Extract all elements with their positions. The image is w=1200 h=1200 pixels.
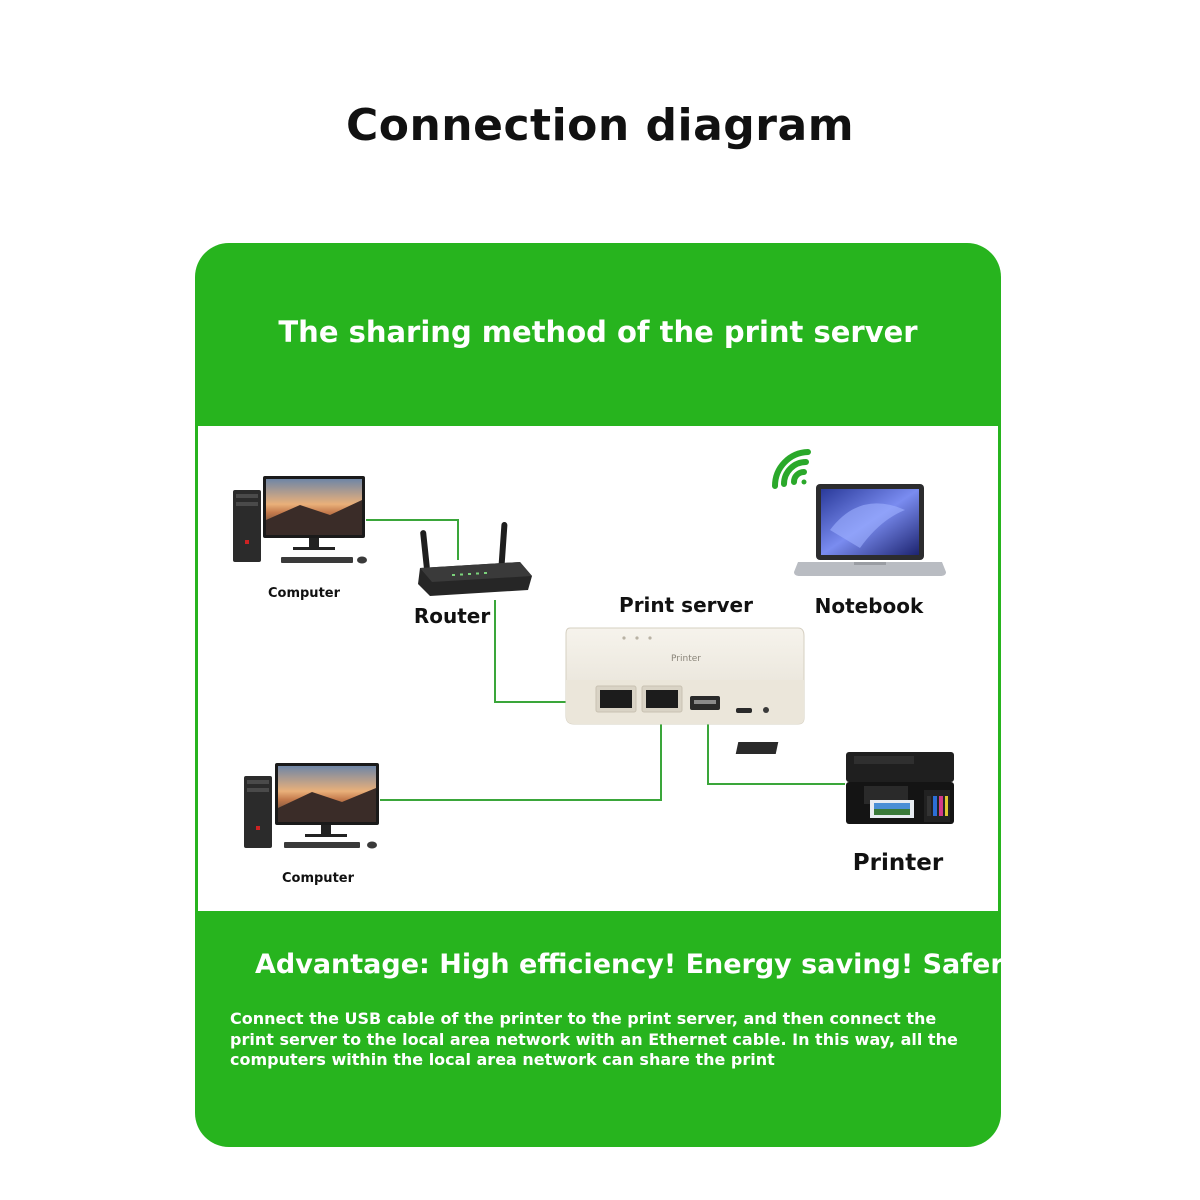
router-icon — [418, 522, 532, 596]
computer-icon — [244, 763, 379, 849]
print-server-icon — [565, 627, 805, 725]
printer-icon — [735, 742, 954, 824]
notebook-label: Notebook — [815, 594, 924, 618]
printer-label: Printer — [853, 850, 944, 876]
computer-top-label: Computer — [268, 586, 341, 601]
cable-server-printer — [707, 712, 845, 785]
panel-heading: The sharing method of the print server — [278, 315, 918, 349]
description-text: Connect the USB cable of the printer to … — [230, 1009, 958, 1069]
page-title: Connection diagram — [345, 100, 855, 151]
cable-computer-router — [366, 519, 459, 560]
router-label: Router — [414, 604, 491, 628]
print-server-label: Print server — [619, 593, 753, 617]
computer-icon — [233, 476, 367, 564]
laptop-icon — [794, 484, 946, 576]
computer-bottom-label: Computer — [282, 871, 355, 886]
cable-server-computer — [380, 712, 662, 801]
advantage-heading: Advantage: High efficiency! Energy savin… — [255, 949, 1001, 980]
print-server-brand: Printer — [671, 654, 701, 664]
wifi-icon — [772, 449, 811, 489]
